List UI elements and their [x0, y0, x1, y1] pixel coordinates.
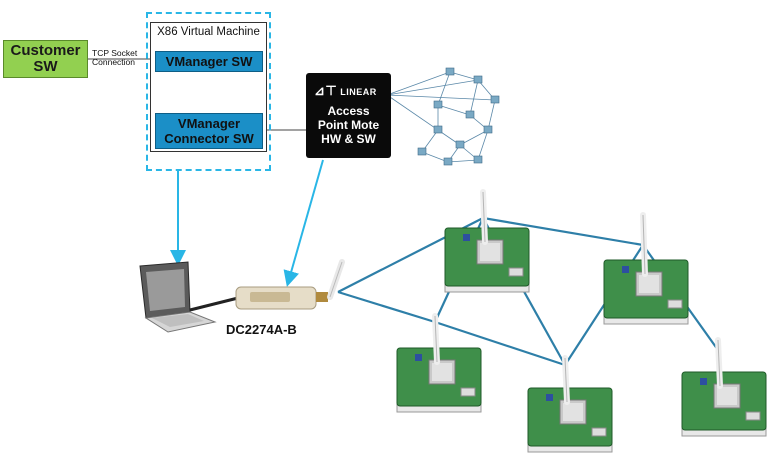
- mesh-network-graphic: [386, 71, 496, 163]
- mesh-node-icons: [417, 67, 500, 166]
- mote-board-icon: [603, 212, 689, 325]
- linear-logo-text: LINEAR: [340, 87, 377, 97]
- access-point-box: [306, 73, 391, 158]
- connector-line1: VManager: [177, 116, 241, 131]
- mote-board-icon: [527, 355, 613, 453]
- ap-line2: Point Mote: [317, 118, 380, 132]
- vmanager-connector-box: VManager Connector SW: [155, 113, 263, 149]
- mote-board-icon: [444, 189, 530, 293]
- customer-sw-box: Customer SW: [3, 40, 88, 78]
- ap-dongle-arrow: [283, 159, 324, 287]
- mote-board-icon: [681, 337, 767, 437]
- laptop-icon: [139, 261, 239, 333]
- vmanager-sw-label: VManager SW: [165, 54, 253, 69]
- mote-board-icon: [396, 313, 482, 413]
- tcp-label-line1: TCP Socket: [92, 48, 138, 58]
- ap-line1: Access: [327, 104, 370, 118]
- vm-dashed-border: [146, 12, 271, 171]
- vm-title: X86 Virtual Machine: [157, 26, 260, 38]
- vmanager-sw-box: VManager SW: [155, 51, 263, 72]
- linear-logo: ⊿⊤ LINEAR: [314, 83, 377, 98]
- dongle-device-graphic: [235, 259, 345, 310]
- tcp-socket-label: TCP Socket Connection: [92, 49, 137, 67]
- tcp-label-line2: Connection: [92, 57, 136, 67]
- access-point-label: Access Point Mote HW & SW: [306, 104, 391, 146]
- dongle-label: DC2274A-B: [226, 322, 297, 337]
- connector-line2: Connector SW: [164, 131, 254, 146]
- customer-sw-label: Customer SW: [10, 42, 81, 75]
- ap-line3: HW & SW: [321, 132, 376, 146]
